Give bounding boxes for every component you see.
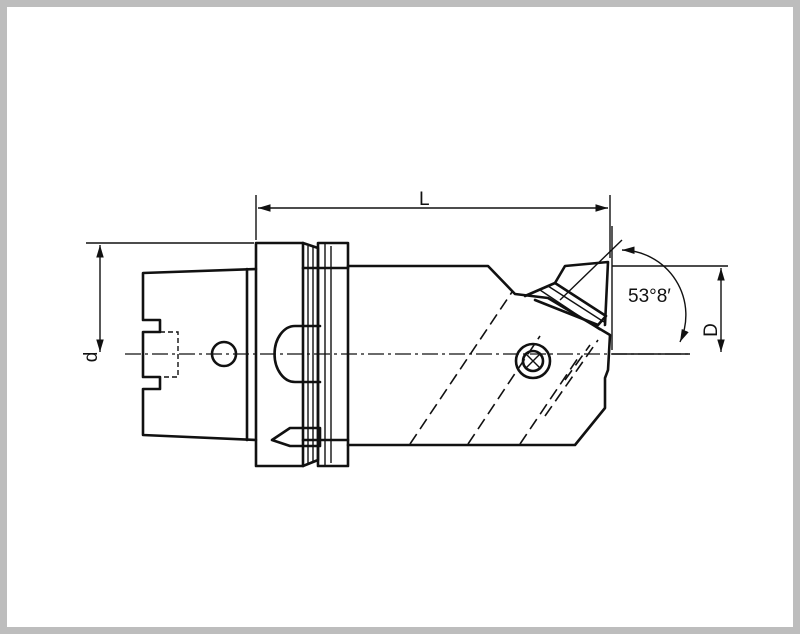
clamp-screw xyxy=(514,342,552,380)
label-diameter: D xyxy=(701,323,722,337)
taper-shank xyxy=(141,267,258,442)
cutting-insert xyxy=(523,260,610,331)
angle-arc xyxy=(621,246,689,343)
dimension-d xyxy=(86,242,254,352)
key-slot xyxy=(273,324,322,384)
label-angle: 53°8′ xyxy=(628,286,671,307)
shank-hole xyxy=(210,340,238,368)
dimension-big-d xyxy=(612,265,728,355)
label-length: L xyxy=(419,189,430,210)
tool-body xyxy=(346,264,612,447)
dimension-l xyxy=(255,195,611,258)
flange xyxy=(254,241,350,468)
drive-slot xyxy=(270,426,322,448)
label-shank-diameter: d xyxy=(81,352,102,363)
